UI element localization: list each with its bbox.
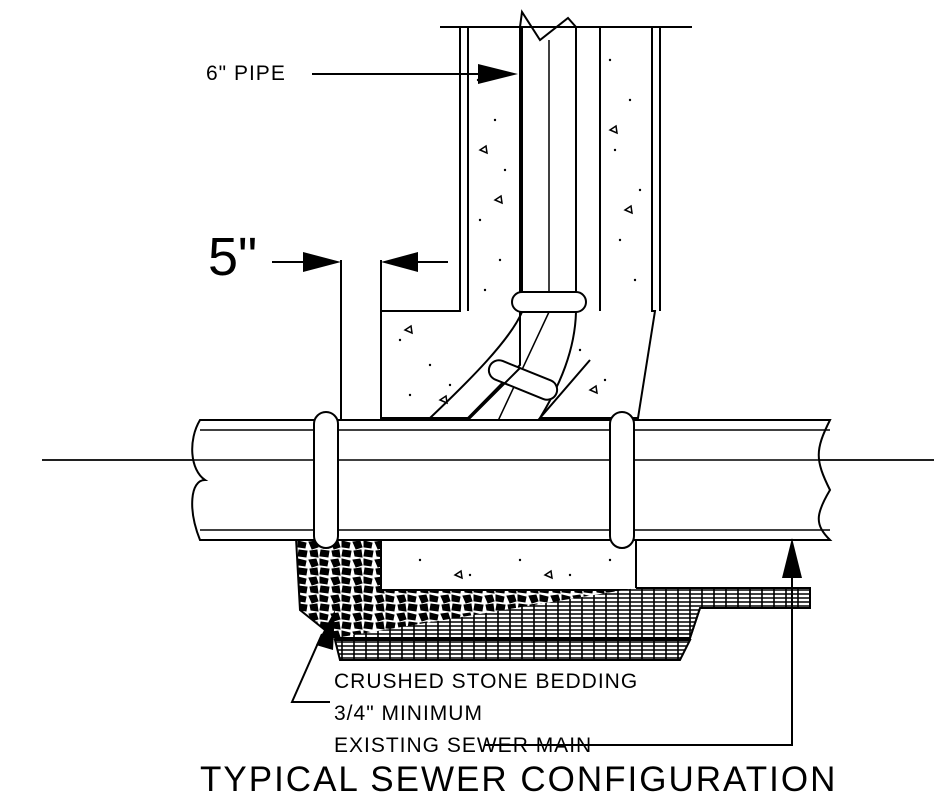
dimension-label: 5" xyxy=(208,227,258,287)
sewer-main-pipe xyxy=(191,419,833,541)
bedding-hatch-band xyxy=(333,587,811,661)
wye-branch-top xyxy=(338,367,610,421)
concrete-encasement xyxy=(468,27,652,418)
main-label: EXISTING SEWER MAIN xyxy=(334,734,593,757)
dimension-arrowhead-right xyxy=(381,252,418,272)
main-coupling-right xyxy=(609,411,635,549)
bedding-leader-arrowhead xyxy=(316,610,335,650)
main-leader-arrowhead xyxy=(782,538,802,578)
main-leader-line xyxy=(485,570,793,746)
riser-pipe-break xyxy=(519,9,577,42)
wye-collar xyxy=(487,359,559,401)
concrete-triangles xyxy=(403,124,633,580)
bedding-label-line2: 3/4" MINIMUM xyxy=(334,702,483,725)
pipe-label: 6" PIPE xyxy=(206,62,286,85)
concrete-speckles xyxy=(398,58,642,577)
wye-inner xyxy=(539,311,577,419)
pipe-leader-arrowhead xyxy=(478,64,518,84)
riser-collar xyxy=(511,291,587,313)
drawing-title: TYPICAL SEWER CONFIGURATION xyxy=(200,760,838,799)
wye-outer xyxy=(429,311,523,419)
riser-encasement-right xyxy=(537,27,657,419)
bedding-label-line1: CRUSHED STONE BEDDING xyxy=(334,670,639,693)
dimension-arrowhead-left xyxy=(303,252,341,272)
bedding-leader-line xyxy=(290,633,330,703)
cradle-concrete xyxy=(380,540,637,591)
main-coupling-left xyxy=(313,411,339,549)
